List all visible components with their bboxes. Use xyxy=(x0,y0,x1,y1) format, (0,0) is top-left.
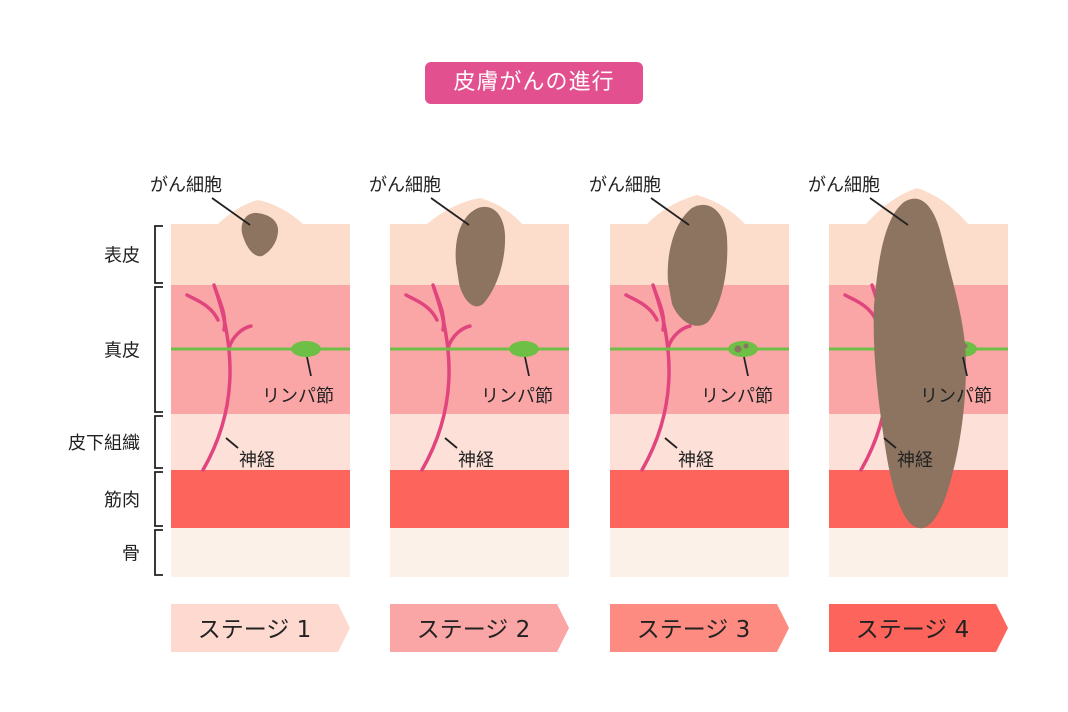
lymph-node-label: リンパ節 xyxy=(920,386,992,407)
layer-band-5 xyxy=(390,528,569,577)
cancer-cell-label: がん細胞 xyxy=(808,175,880,196)
layer-bracket xyxy=(155,226,163,283)
layer-band-4 xyxy=(390,470,569,528)
layer-label-2: 真皮 xyxy=(104,341,140,362)
lymph-metastasis xyxy=(735,346,742,353)
nerve-label: 神経 xyxy=(897,450,933,471)
nerve-label: 神経 xyxy=(458,450,494,471)
stage-label: ステージ 2 xyxy=(417,617,530,643)
cancer-cell-label: がん細胞 xyxy=(150,175,222,196)
layer-label-3: 皮下組織 xyxy=(68,433,140,454)
lymph-node xyxy=(291,341,321,357)
lymph-node-label: リンパ節 xyxy=(262,386,334,407)
layer-label-4: 筋肉 xyxy=(104,490,140,511)
lymph-metastasis xyxy=(744,344,749,349)
lymph-node xyxy=(509,341,539,357)
stage-label: ステージ 3 xyxy=(637,617,750,643)
layer-bracket xyxy=(155,287,163,412)
stage-label: ステージ 1 xyxy=(198,617,311,643)
lymph-node xyxy=(728,341,758,357)
nerve-label: 神経 xyxy=(678,450,714,471)
stage-label: ステージ 4 xyxy=(856,617,969,643)
lymph-node-label: リンパ節 xyxy=(701,386,773,407)
nerve-label: 神経 xyxy=(239,450,275,471)
cancer-cell-label: がん細胞 xyxy=(369,175,441,196)
cancer-cell-label: がん細胞 xyxy=(589,175,661,196)
layer-bracket xyxy=(155,530,163,575)
layer-band-5 xyxy=(829,528,1008,577)
layer-band-4 xyxy=(171,470,350,528)
layer-bracket xyxy=(155,416,163,468)
layer-band-4 xyxy=(610,470,789,528)
lymph-node-label: リンパ節 xyxy=(481,386,553,407)
layer-band-5 xyxy=(171,528,350,577)
layer-band-5 xyxy=(610,528,789,577)
layer-bracket xyxy=(155,472,163,526)
layer-label-5: 骨 xyxy=(122,544,140,565)
layer-label-1: 表皮 xyxy=(104,246,140,267)
